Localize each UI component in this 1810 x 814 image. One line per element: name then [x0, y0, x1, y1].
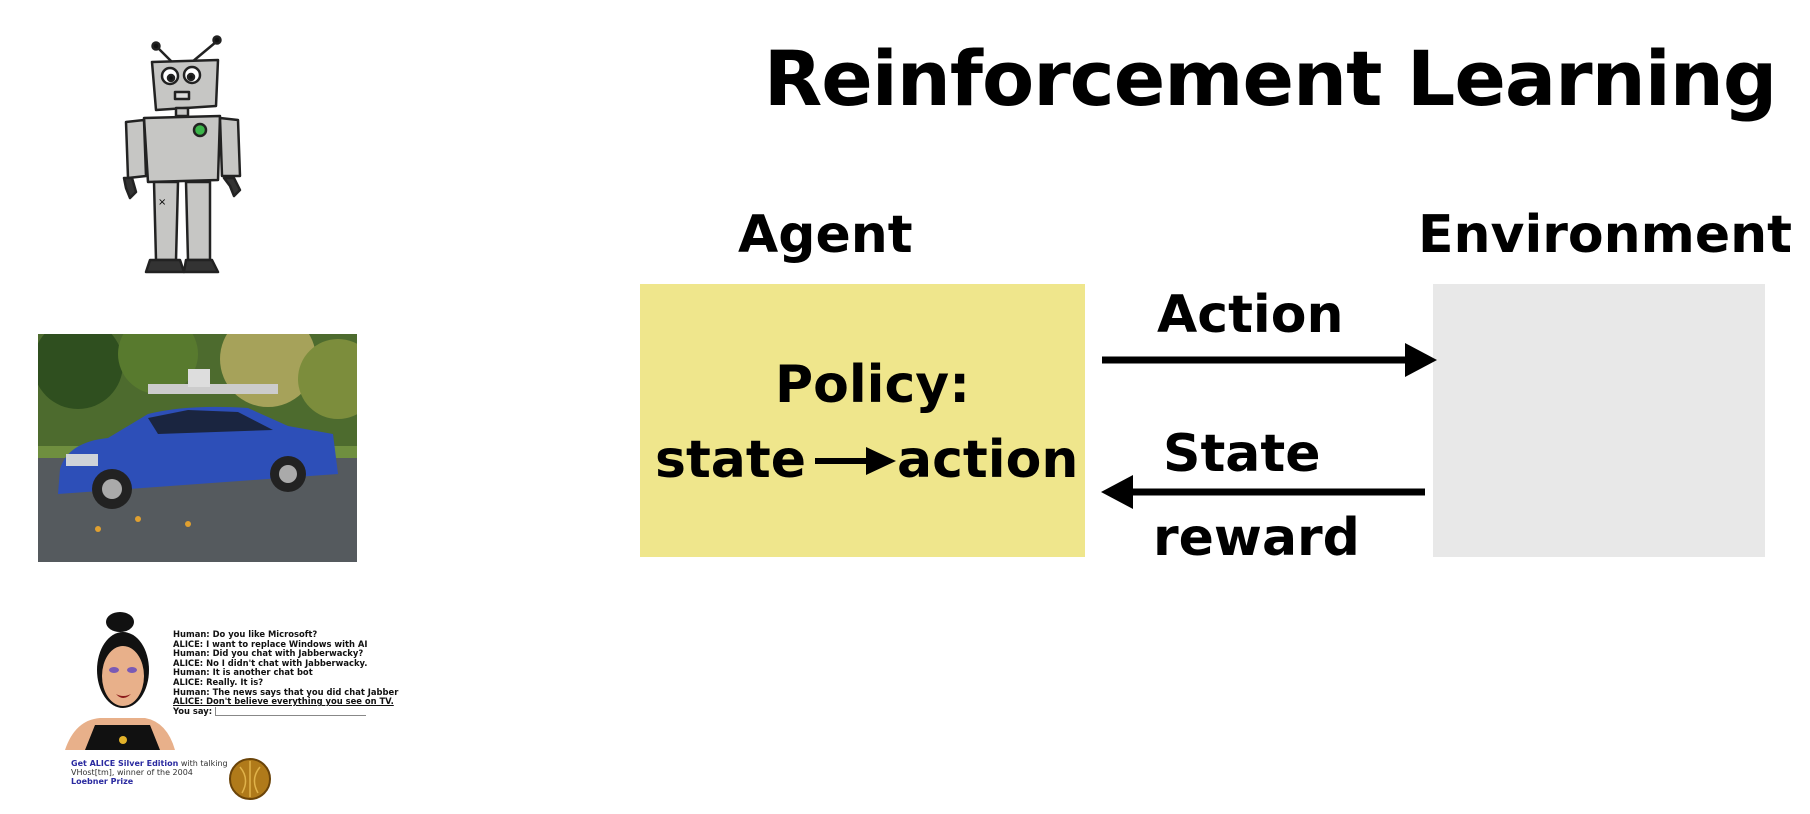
alice-avatar [65, 612, 175, 750]
agent-box [640, 284, 1085, 557]
chat-line: Human: Do you like Microsoft? [173, 629, 318, 639]
you-say-input[interactable] [215, 706, 367, 716]
chat-line: ALICE: No I didn't chat with Jabberwacky… [173, 657, 368, 668]
chat-line: ALICE: Don't believe everything you see … [173, 696, 394, 707]
policy-label: Policy: [775, 355, 970, 415]
promo-link[interactable]: Get ALICE Silver Edition [71, 759, 179, 768]
promo-text-2: VHost[tm], winner of the 2004 [71, 768, 193, 777]
loebner-medal-icon [229, 758, 271, 800]
you-say-row: You say: [173, 705, 398, 717]
policy-action-text: action [897, 430, 1079, 490]
environment-header: Environment [1418, 205, 1792, 265]
action-label: Action [1157, 285, 1344, 345]
chat-line: Human: The news says that you did chat J… [173, 686, 399, 697]
alice-chat-transcript: Human: Do you like Microsoft? ALICE: I w… [173, 629, 399, 717]
action-arrow [1102, 343, 1437, 377]
chat-line: ALICE: Really. It is? [173, 676, 264, 687]
car-photo-drawing [38, 334, 357, 562]
reward-label: reward [1153, 508, 1360, 568]
robot-image: × [122, 35, 242, 274]
alice-chatbot-screenshot: Human: Do you like Microsoft? ALICE: I w… [65, 610, 398, 805]
state-label: State [1163, 424, 1321, 484]
you-say-label: You say: [173, 705, 213, 716]
promo-link-2[interactable]: Loebner Prize [71, 777, 134, 786]
chat-line: Human: It is another chat bot [173, 667, 313, 678]
state-arrow [1101, 475, 1425, 509]
chat-line: Human: Did you chat with Jabberwacky? [173, 648, 364, 659]
chat-line: ALICE: I want to replace Windows with AI [173, 638, 368, 649]
agent-header: Agent [738, 205, 913, 265]
alice-promo: Get ALICE Silver Edition with talking VH… [71, 759, 228, 786]
environment-box [1433, 284, 1765, 557]
autonomous-car-photo [38, 334, 357, 562]
policy-state-text: state [655, 430, 807, 490]
promo-text: with talking [178, 759, 228, 768]
svg-text:×: × [158, 197, 166, 208]
page-title: Reinforcement Learning [763, 34, 1778, 123]
policy-arrow [815, 447, 896, 475]
